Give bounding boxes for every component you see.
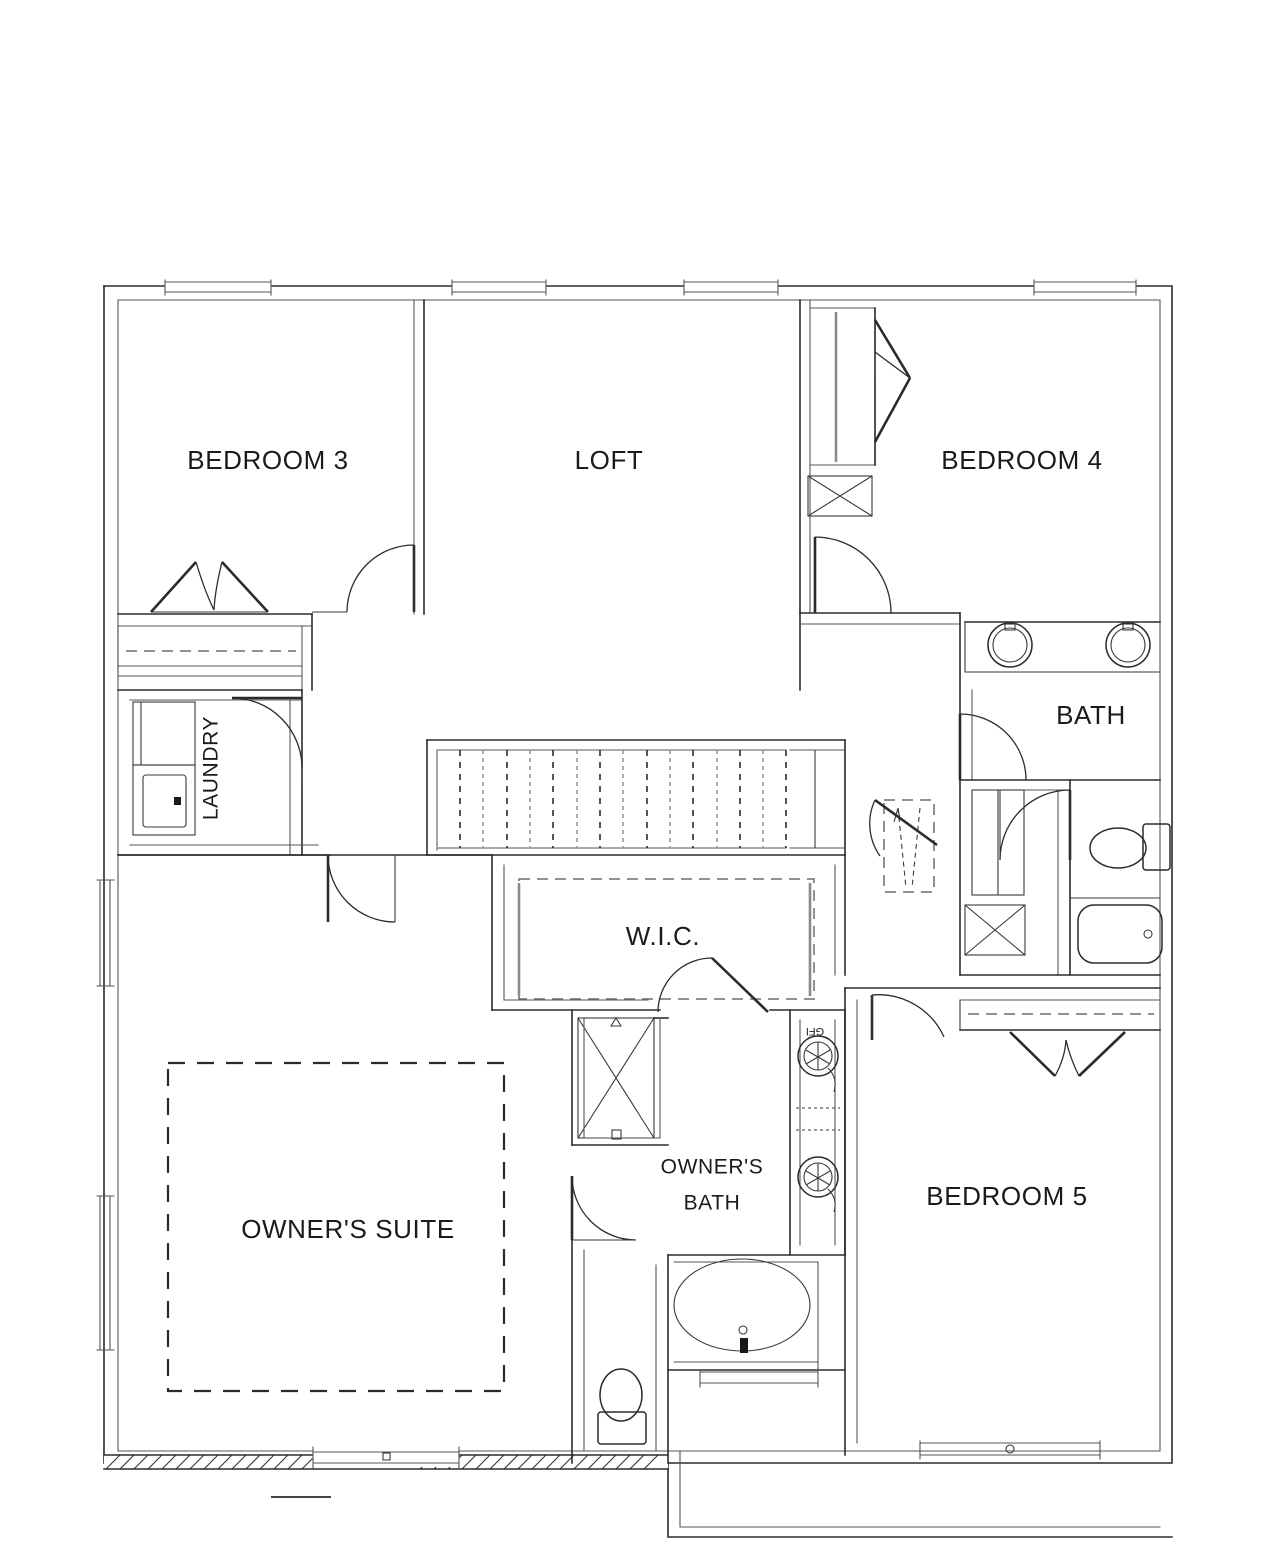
bath-tub-fixture [1070,897,1163,964]
label-gfi-upper: GFI [806,1025,824,1037]
bath-linen-closet [964,789,1026,956]
door-laundry[interactable] [231,696,303,790]
door-owners-suite[interactable] [326,854,396,923]
owners-tub-fixture [667,1254,846,1388]
owners-sink-lower-fixture [797,1156,839,1213]
label-bedroom4: BEDROOM 4 [941,445,1102,475]
window-group-top [164,279,1137,296]
label-wic: W.I.C. [626,921,700,951]
owners-vanity [789,1009,846,1256]
room-bath [958,612,1171,989]
label-bedroom5: BEDROOM 5 [926,1181,1087,1211]
window-group-left [96,879,115,1351]
window-top-4 [1033,279,1137,296]
room-owners-bath [570,1009,846,1464]
window-bottom-1 [312,1446,460,1469]
label-owners-bath-1: OWNER'S [661,1156,764,1179]
room-label-group: BEDROOM 3 LOFT BEDROOM 4 BATH LAUNDRY W.… [187,445,1126,1244]
door-bedroom5[interactable] [870,994,945,1040]
owners-toilet-fixture [597,1368,647,1445]
window-top-1 [164,279,272,296]
room-loft [799,299,811,691]
owners-shower-fixture [571,1009,669,1146]
room-bedroom4 [799,307,961,625]
laundry-washer [132,701,196,766]
door-bath-wc[interactable] [999,789,1072,861]
room-wic [491,854,846,1013]
door-owners-bath[interactable] [570,1175,637,1241]
door-wic[interactable] [657,957,769,1013]
label-bedroom3: BEDROOM 3 [187,445,348,475]
room-laundry [117,689,331,856]
label-owners-bath-2: BATH [684,1192,741,1215]
label-bath: BATH [1056,700,1126,730]
hall-attic-access [834,739,938,976]
door-bedroom3-closet[interactable] [150,561,269,613]
door-bedroom5-closet[interactable] [1009,1031,1126,1077]
bath-sink-left-fixture [987,622,1033,668]
staircase [426,739,846,856]
room-bedroom3 [117,299,425,691]
closet-bedroom4-box [807,475,873,517]
window-bottom-2 [699,1369,819,1388]
door-bedroom4-closet[interactable] [873,319,912,443]
label-laundry: LAUNDRY [200,716,223,820]
door-hall[interactable] [869,798,938,857]
label-loft: LOFT [575,445,644,475]
door-bath[interactable] [958,713,1027,781]
bath-toilet-fixture [1089,823,1171,871]
window-top-3 [683,279,779,296]
window-top-2 [451,279,547,296]
owners-sink-upper-fixture [797,1035,839,1093]
label-owners-suite: OWNER'S SUITE [241,1214,455,1244]
door-bedroom3[interactable] [312,544,416,613]
window-left-1 [96,879,115,987]
bottom-wall-masonry [103,1446,669,1498]
laundry-dryer [132,764,196,836]
bath-sink-right-fixture [1105,622,1151,668]
window-bottom-3 [919,1440,1101,1460]
annotation-group: GFI [806,1025,824,1037]
door-bedroom4[interactable] [813,536,955,614]
window-left-2 [96,1195,115,1351]
room-bedroom5 [844,987,1161,1460]
room-owners-suite [117,854,506,1393]
